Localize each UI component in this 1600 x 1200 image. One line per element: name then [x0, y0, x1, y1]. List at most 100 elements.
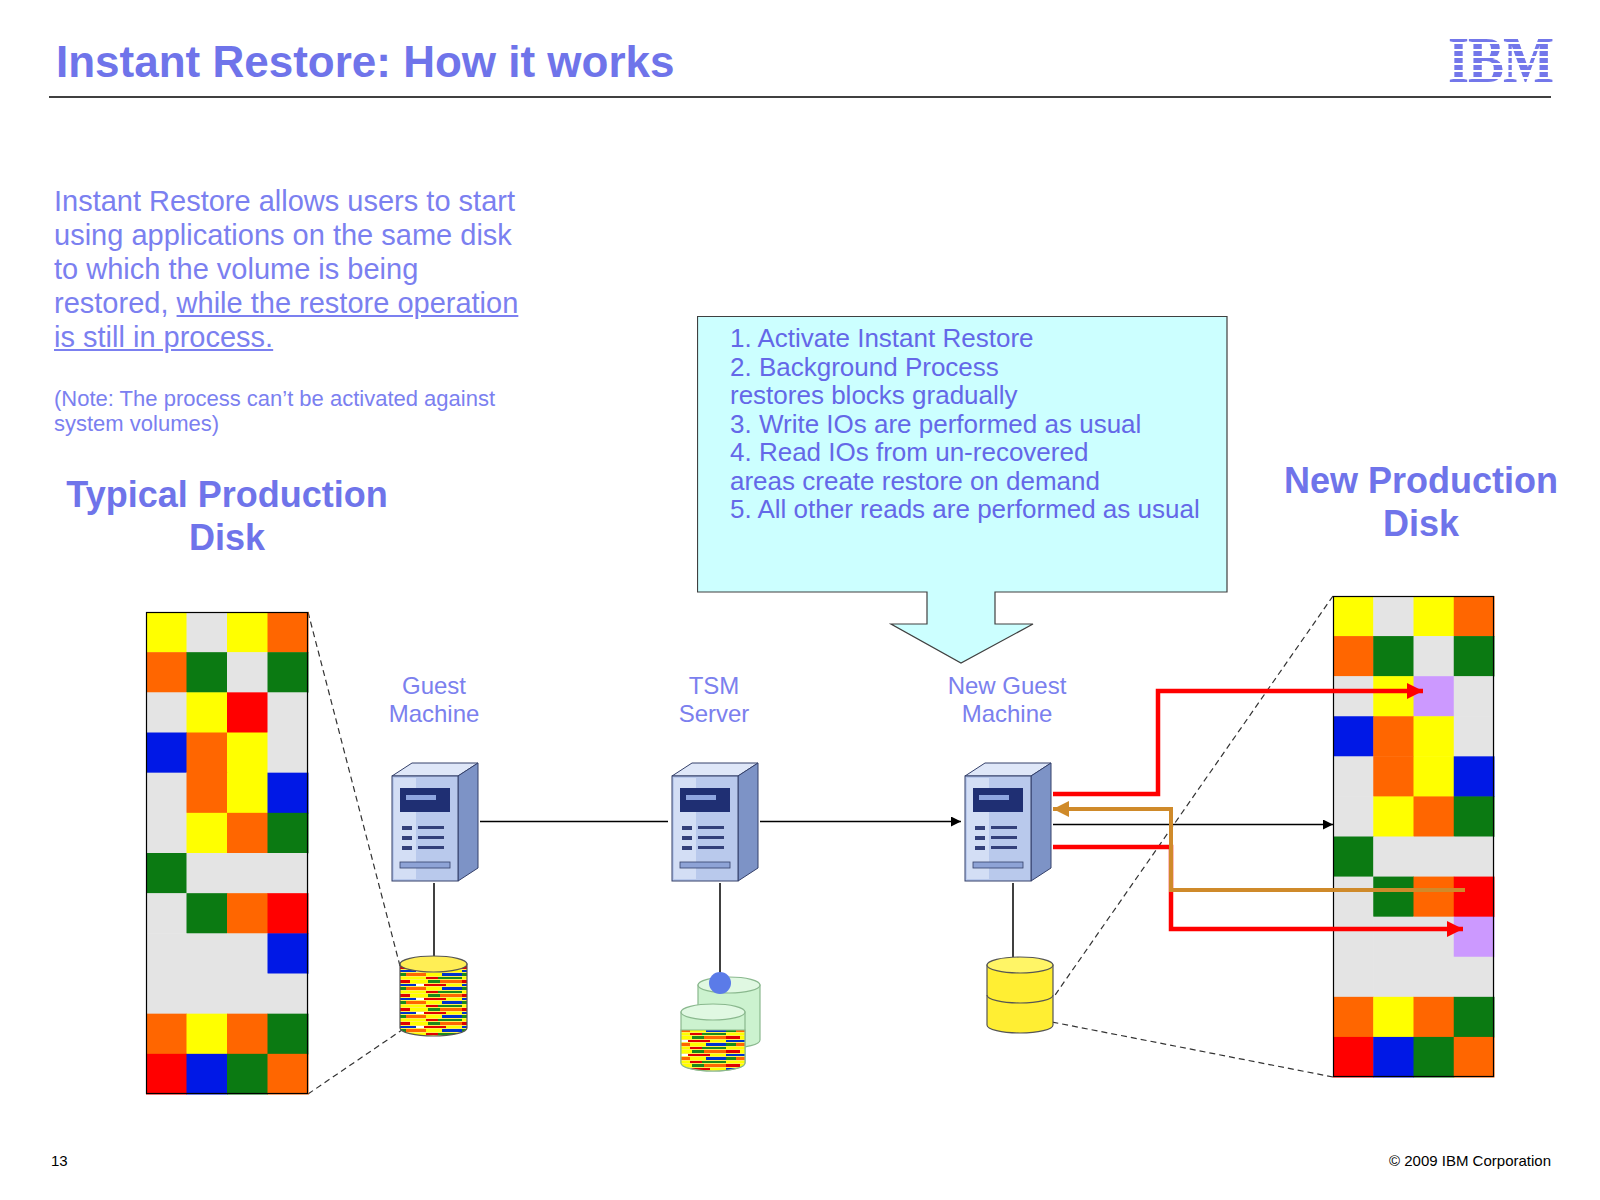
disk-block	[1454, 796, 1495, 837]
step-text: 2. Background Process restores blocks gr…	[730, 353, 1050, 410]
copyright: © 2009 IBM Corporation	[1389, 1152, 1551, 1169]
disk-cylinder-data	[681, 1030, 745, 1071]
disk-block	[187, 853, 228, 894]
disk-block	[146, 652, 187, 693]
server-side	[738, 763, 758, 881]
disk-block	[1333, 917, 1374, 958]
server-base	[680, 862, 730, 868]
disk-block	[1333, 636, 1374, 677]
disk-block	[146, 612, 187, 653]
disk-block	[187, 813, 228, 854]
disk-cylinder-top	[681, 1004, 745, 1020]
disk-block	[227, 1054, 268, 1095]
disk-block	[268, 773, 309, 814]
disk-block	[187, 612, 228, 653]
disk-block	[146, 974, 187, 1015]
disk-block	[1414, 796, 1455, 837]
server-symbol	[388, 760, 480, 883]
disk-block	[146, 893, 187, 934]
disk-block	[146, 692, 187, 733]
disk-block	[1373, 957, 1414, 998]
step-text: 5. All other reads are performed as usua…	[730, 495, 1220, 524]
disk-block	[1454, 596, 1495, 637]
disk-block	[146, 813, 187, 854]
disk-cylinder	[987, 965, 1053, 1033]
disk-outline	[147, 613, 308, 1094]
disk-block	[1373, 997, 1414, 1038]
disk-block	[1373, 917, 1414, 958]
slide-title: Instant Restore: How it works	[56, 36, 675, 88]
connector	[1053, 824, 1333, 826]
disk-block	[227, 933, 268, 974]
disk-block	[227, 692, 268, 733]
server-vent	[975, 826, 985, 830]
callout-outline	[698, 317, 1228, 664]
disk-block	[1414, 756, 1455, 797]
server-vent	[402, 836, 412, 840]
disk-block	[1414, 716, 1455, 757]
disk-block	[146, 933, 187, 974]
disk-block	[1373, 1037, 1414, 1078]
disk-block	[1454, 997, 1495, 1038]
disk-block	[1414, 1037, 1455, 1078]
disk-cylinder-top	[400, 956, 467, 972]
server-vent	[975, 846, 985, 850]
server-vent	[402, 846, 412, 850]
server-label: TSM Server	[659, 672, 769, 728]
server-label: Guest Machine	[369, 672, 499, 728]
disk-block	[1454, 957, 1495, 998]
callout-box: 1. Activate Instant Restore2. Background…	[697, 316, 1233, 664]
disk-block	[1333, 716, 1374, 757]
disk-cylinder	[400, 964, 467, 1036]
disk-block	[268, 692, 309, 733]
disk-block	[268, 853, 309, 894]
server-icon: Guest Machine	[388, 760, 480, 883]
server-vent	[418, 826, 444, 829]
leader-line	[1052, 1022, 1333, 1077]
disk-block	[1373, 877, 1414, 918]
server-vent	[991, 826, 1017, 829]
disk-block	[187, 974, 228, 1015]
server-vent	[698, 826, 724, 829]
disk-block	[268, 933, 309, 974]
title-rule	[49, 96, 1551, 98]
disk-block	[1333, 837, 1374, 878]
server-side	[458, 763, 478, 881]
disk-block	[268, 612, 309, 653]
disk-block	[146, 853, 187, 894]
note-text: (Note: The process can’t be activated ag…	[54, 386, 524, 436]
step-text: 4. Read IOs from un-recovered areas crea…	[730, 438, 1125, 495]
server-slot	[406, 795, 436, 800]
server-vent	[698, 846, 724, 849]
disk-block	[1454, 636, 1495, 677]
server-vent	[991, 846, 1017, 849]
disk-block	[146, 773, 187, 814]
disk-block	[1373, 636, 1414, 677]
disk-block	[268, 733, 309, 774]
disk-block	[1373, 796, 1414, 837]
disk-block	[1414, 636, 1455, 677]
disk-block	[1454, 1037, 1495, 1078]
disk-block	[187, 733, 228, 774]
disk-heading: New Production Disk	[1261, 459, 1581, 545]
disk-block	[268, 813, 309, 854]
disk-block	[187, 692, 228, 733]
disk-block	[1414, 997, 1455, 1038]
disk-block	[1333, 877, 1374, 918]
server-vent	[682, 826, 692, 830]
disk-block	[1414, 837, 1455, 878]
disk-cylinder-top	[987, 957, 1053, 973]
storage-wire	[433, 883, 435, 956]
server-base	[973, 862, 1023, 868]
disk-block	[1414, 596, 1455, 637]
server-panel	[400, 788, 450, 812]
server-icon: TSM Server	[668, 760, 760, 883]
server-panel	[680, 788, 730, 812]
disk-block	[268, 893, 309, 934]
disk-block	[146, 1014, 187, 1055]
disk-block	[1373, 837, 1414, 878]
server-vent	[402, 826, 412, 830]
server-label: New Guest Machine	[937, 672, 1077, 728]
storage-wire	[1012, 883, 1014, 957]
callout-text: 1. Activate Instant Restore2. Background…	[730, 324, 1220, 524]
